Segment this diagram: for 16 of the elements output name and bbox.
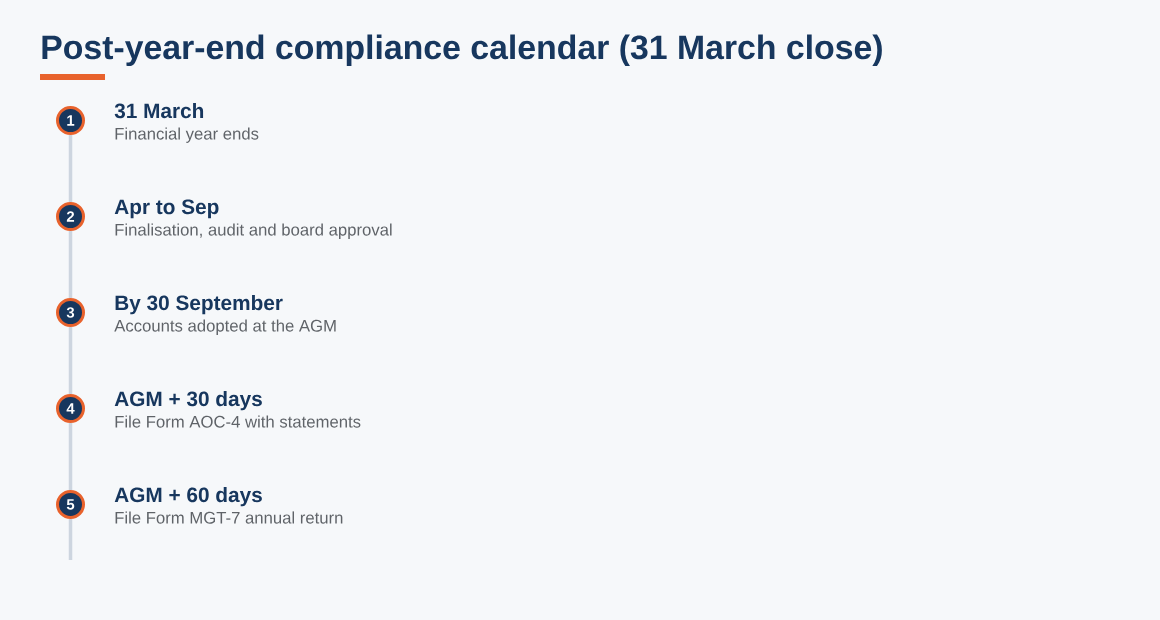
step-date: By 30 September — [115, 294, 283, 315]
step-description: Financial year ends — [115, 127, 259, 143]
step-description: File Form MGT-7 annual return — [115, 511, 343, 524]
timeline-rail — [68, 519, 73, 560]
title: Post-year-end compliance calendar (31 March close) — [42, 34, 882, 66]
step-date: Apr to Sep — [114, 199, 219, 219]
step-description: Accounts adopted at the AGM — [114, 319, 336, 335]
step-date: AGM + 30 days — [114, 390, 262, 411]
step-description: File Form AOC-4 with statements — [115, 415, 361, 428]
timeline-rail — [68, 135, 73, 202]
timeline-rail — [68, 327, 73, 394]
step-description: Finalisation, audit and board approval — [115, 223, 392, 239]
step-date: AGM + 60 days — [114, 486, 262, 507]
timeline-rail — [68, 423, 73, 490]
timeline-rail — [68, 231, 73, 298]
step-date: 31 March — [114, 102, 204, 119]
